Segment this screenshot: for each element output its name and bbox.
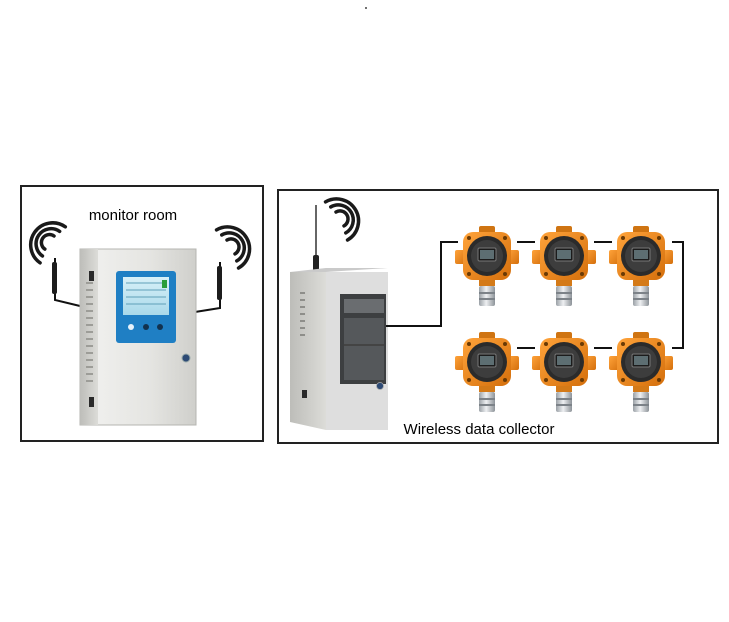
left-wifi-signal-icon: [20, 212, 68, 265]
collector-wifi-signal-icon: [323, 189, 369, 242]
data-collector-cabinet: [290, 268, 388, 430]
gas-detector: [608, 331, 674, 413]
gas-detector: [531, 331, 597, 413]
right-antenna-icon: [194, 262, 222, 313]
left-antenna-icon: [52, 258, 81, 307]
wireless-collector-panel: Wireless data collector: [277, 189, 719, 444]
monitor-room-panel: monitor room: [20, 185, 264, 442]
gas-detector: [454, 331, 520, 413]
lock-icon: [181, 353, 191, 363]
wireless-collector-label: Wireless data collector: [404, 421, 555, 438]
gas-detector: [531, 225, 597, 307]
stray-dot: [365, 7, 367, 9]
gas-detector: [608, 225, 674, 307]
collector-antenna-icon: [313, 205, 319, 273]
gas-detector: [454, 225, 520, 307]
controller-screen: [116, 271, 176, 343]
alarm-controller-cabinet: [79, 248, 197, 426]
monitor-room-label: monitor room: [89, 207, 177, 224]
bus-cable: [386, 241, 684, 349]
right-wifi-signal-icon: [214, 217, 260, 270]
